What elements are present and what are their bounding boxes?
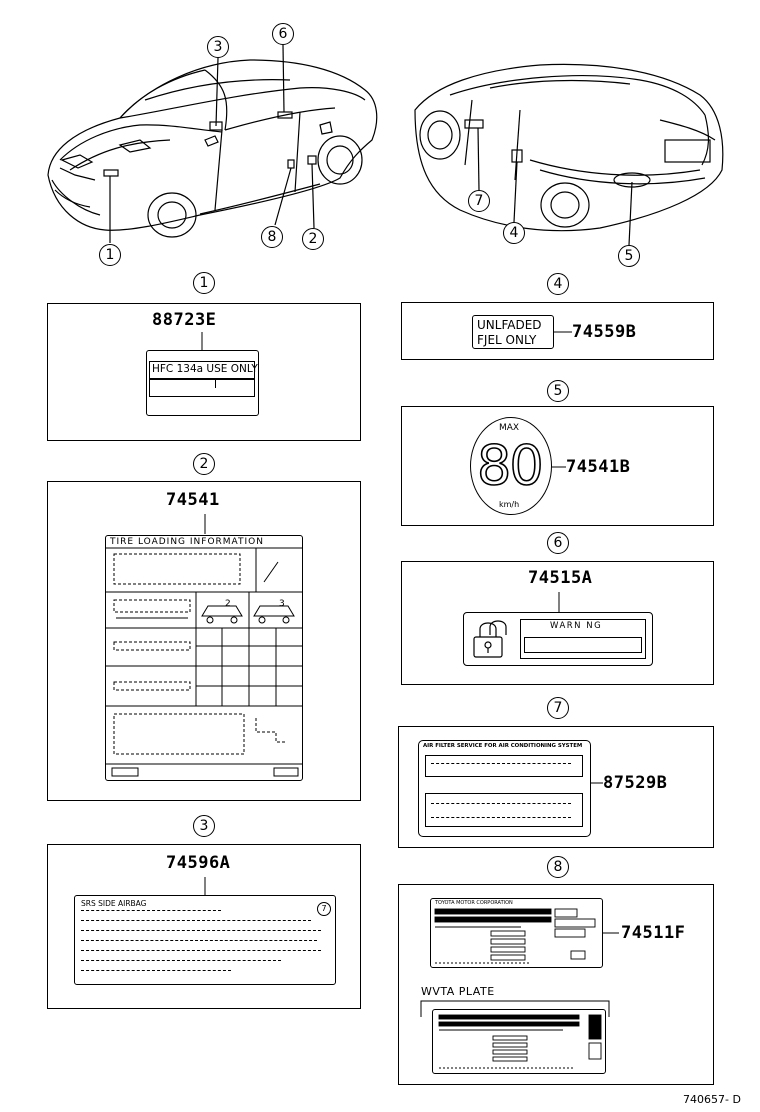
wvta-plate [432,1009,606,1074]
panel-1-number: 1 [193,272,215,294]
lock-icon [473,620,507,658]
wvta-plate-caption: WVTA PLATE [421,985,495,998]
panel-1-part-number: 88723E [152,310,217,330]
warning-label: WARN NG [463,612,653,666]
srs-label-title: SRS SIDE AIRBAG [81,899,147,908]
panel-6-part-number: 74515A [528,568,593,588]
unleaded-label: UNLFADED FJEL ONLY [472,315,554,349]
rear-car-illustration [414,63,724,246]
srs-corner-badge: 7 [317,902,331,916]
panel-5-leader [552,466,566,468]
callout-5-top: 5 [618,245,640,267]
unleaded-line2: FJEL ONLY [477,333,537,347]
panel-4: UNLFADED FJEL ONLY 74559B [401,302,714,360]
panel-1-leader [201,332,203,350]
panel-8-leader [603,932,619,934]
panel-2: 74541 TIRE LOADING INFORMATION [47,481,361,801]
unleaded-line1: UNLFADED [477,318,542,332]
callout-6-top: 6 [272,23,294,45]
panel-3-part-number: 74596A [166,853,231,873]
panel-7: AIR FILTER SERVICE FOR AIR CONDITIONING … [398,726,714,848]
panel-8: TOYOTA MOTOR CORPORATION 74511F WVTA PLA… [398,884,714,1085]
speed-unit: km/h [499,500,520,509]
panel-6: 74515A WARN NG [401,561,714,685]
panel-2-number: 2 [193,453,215,475]
panel-8-part-number: 74511F [621,923,686,943]
callout-2-top: 2 [302,228,324,250]
srs-label: SRS SIDE AIRBAG 7 [74,895,336,985]
callout-4-top: 4 [503,222,525,244]
speed-max-text: MAX [499,423,520,433]
panel-5-number: 5 [547,380,569,402]
panel-7-part-number: 87529B [603,773,668,793]
tire-mark-2: 2 [225,599,231,609]
hfc-label-text: HFC 134a USE ONLY [152,363,258,375]
panel-5-part-number: 74541B [566,457,631,477]
panel-3: 74596A SRS SIDE AIRBAG 7 [47,844,361,1009]
panel-3-number: 3 [193,815,215,837]
warning-text: WARN NG [550,621,603,631]
callout-1-top: 1 [99,244,121,266]
callout-8-top: 8 [261,226,283,248]
callout-7-top: 7 [468,190,490,212]
air-filter-title: AIR FILTER SERVICE FOR AIR CONDITIONING … [423,743,583,749]
tire-loading-label: TIRE LOADING INFORMATION [105,535,303,781]
panel-4-number: 4 [547,273,569,295]
panel-4-leader [554,331,572,333]
panel-7-leader [591,782,603,784]
panel-8-number: 8 [547,856,569,878]
wvta-plate-bracket [420,1000,610,1017]
panel-4-part-number: 74559B [572,322,637,342]
vin-plate-label: TOYOTA MOTOR CORPORATION [430,898,603,968]
callout-3-top: 3 [207,36,229,58]
front-car-illustration [47,44,378,243]
panel-7-number: 7 [547,697,569,719]
hfc-label: HFC 134a USE ONLY [146,350,259,416]
panel-6-number: 6 [547,532,569,554]
tire-mark-3: 3 [279,599,285,609]
panel-6-leader [558,592,560,612]
panel-2-part-number: 74541 [166,490,220,510]
tire-loading-header: TIRE LOADING INFORMATION [110,537,264,547]
diagram-code: 740657- D [683,1093,741,1106]
panel-2-leader [204,514,206,534]
panel-5: MAX 80 km/h 74541B [401,406,714,526]
speed-limit-sticker: MAX 80 km/h [470,417,552,515]
panel-1: 88723E HFC 134a USE ONLY [47,303,361,441]
vin-plate-head: TOYOTA MOTOR CORPORATION [435,900,513,906]
air-filter-label: AIR FILTER SERVICE FOR AIR CONDITIONING … [418,740,591,837]
speed-value: 80 [476,434,544,497]
panel-3-leader [204,877,206,895]
